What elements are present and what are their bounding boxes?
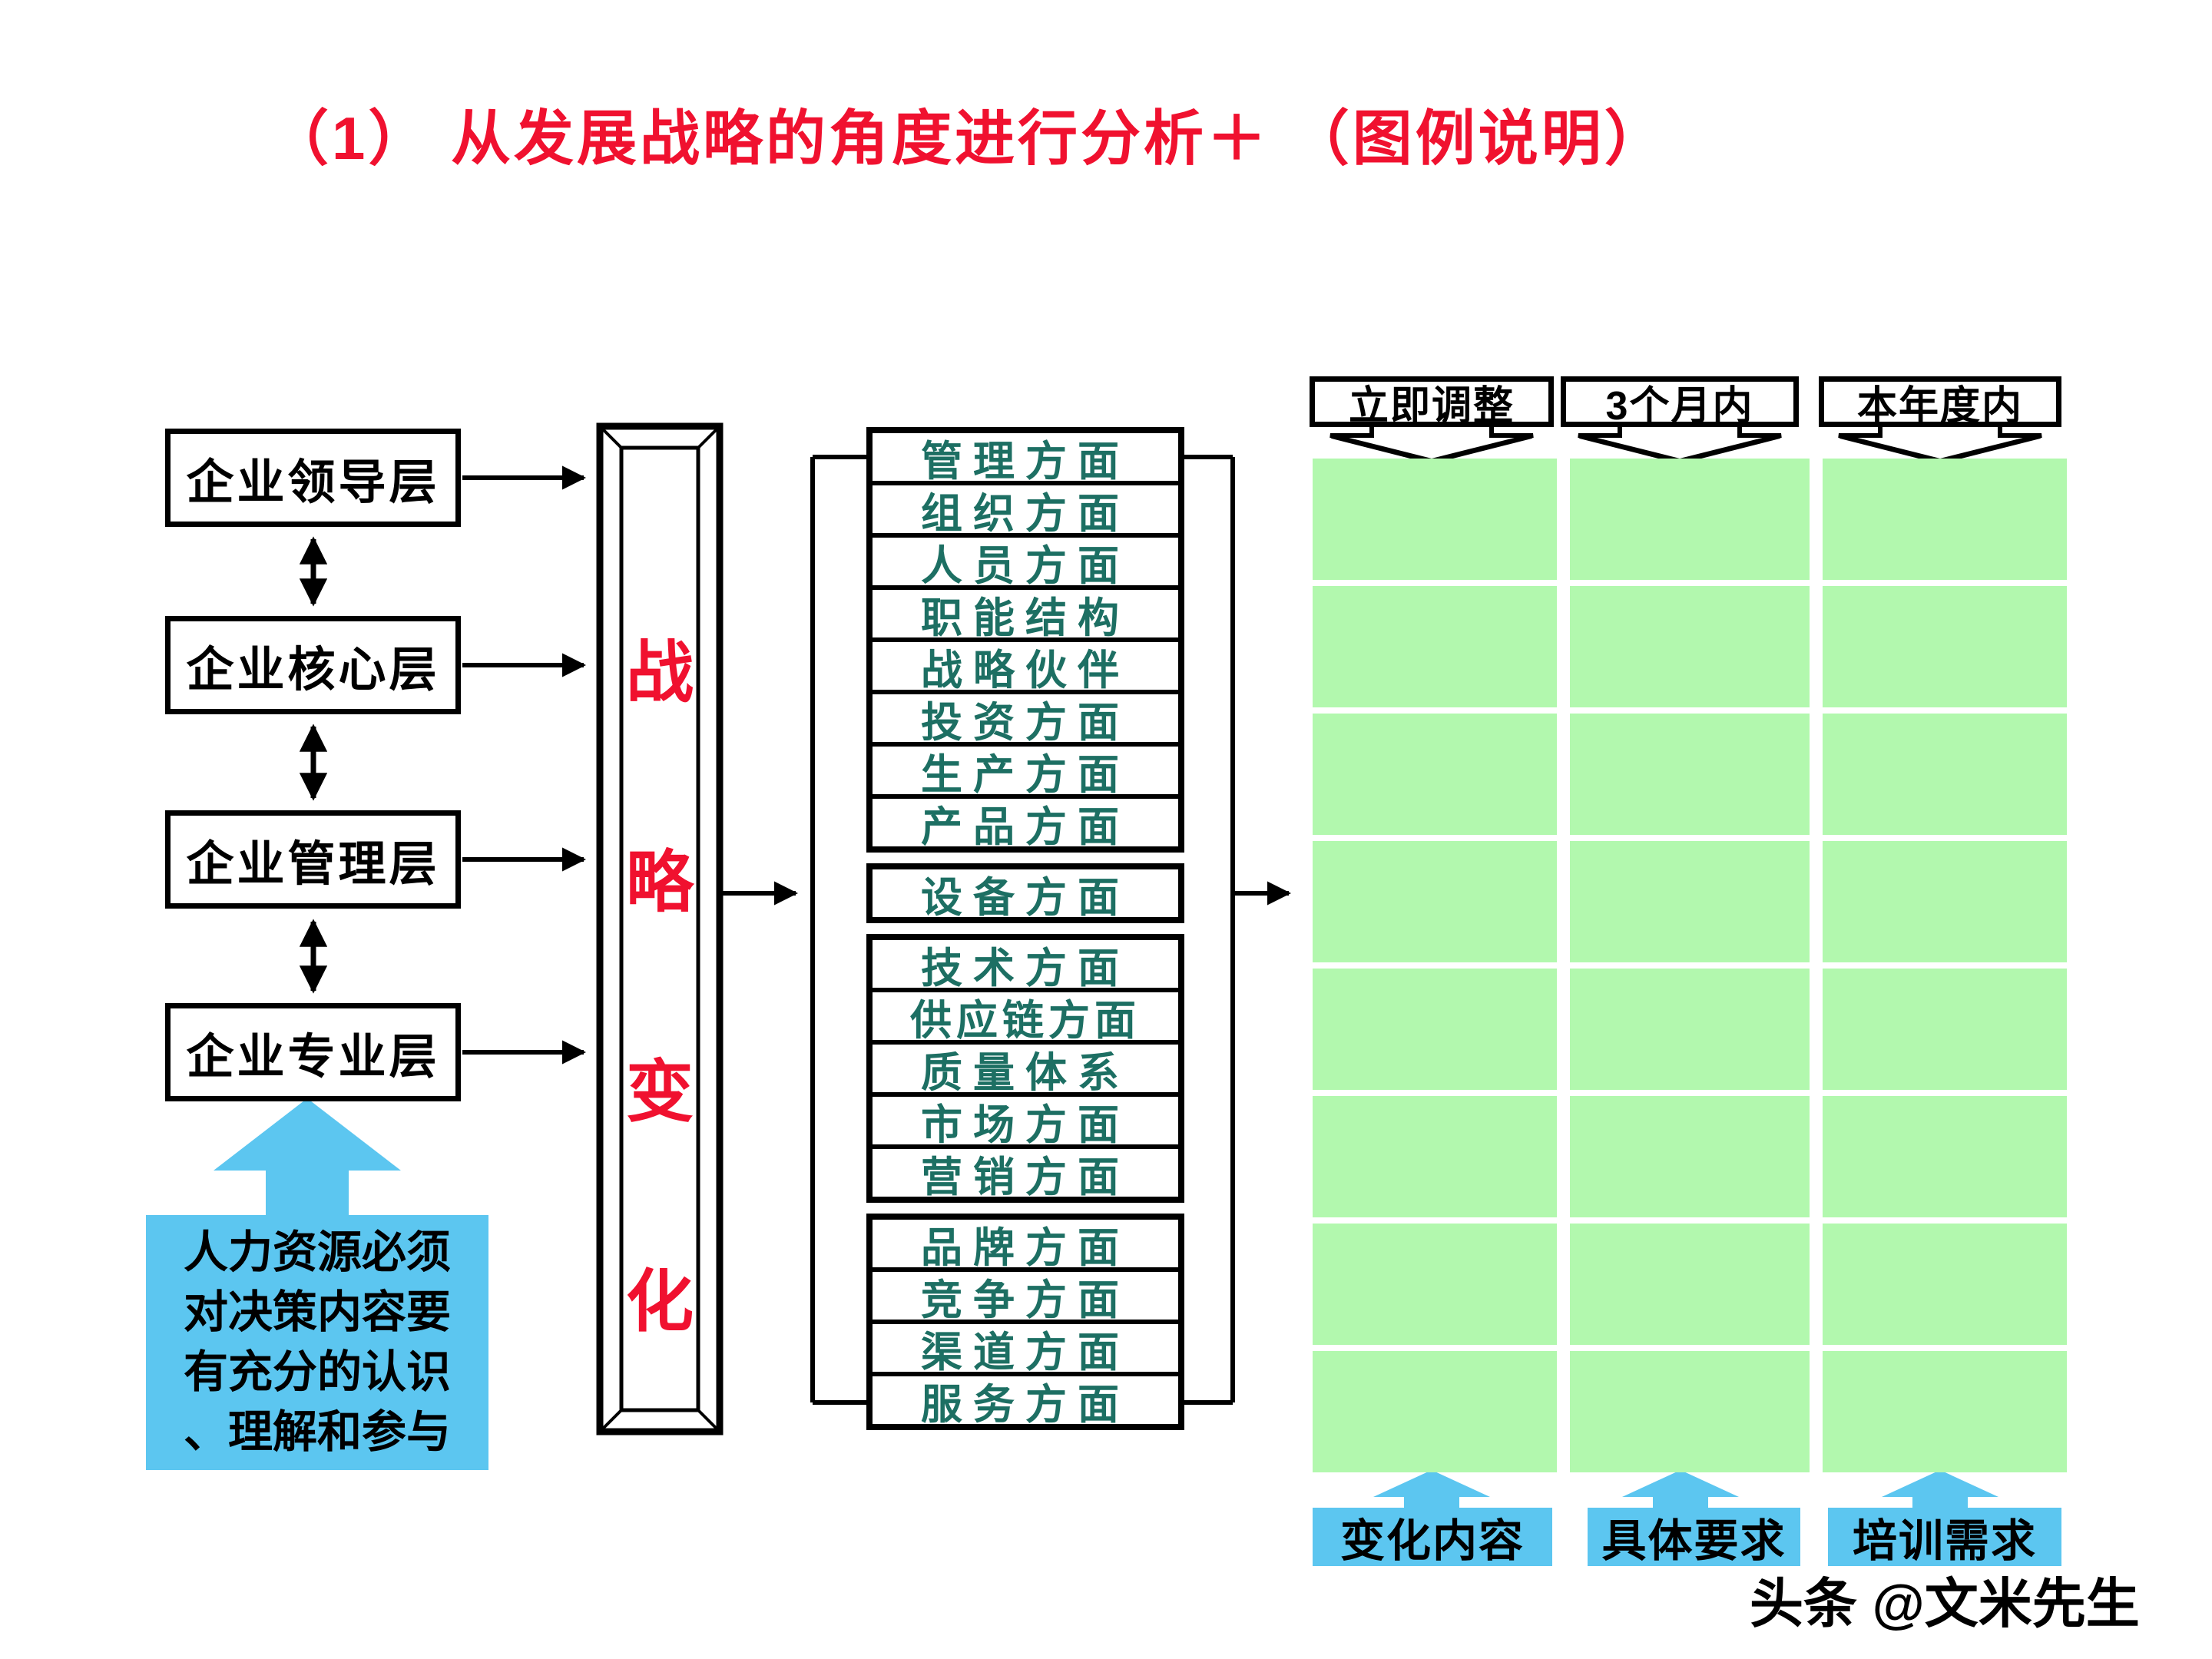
table-cell [1823, 714, 2067, 835]
table-cell [1313, 969, 1557, 1090]
aspect-item: 市场方面 [873, 1097, 1178, 1148]
strategy-change-bar: 战 略 变 化 [600, 426, 720, 1432]
aspect-group-4: 品牌方面 竞争方面 渠道方面 服务方面 [866, 1214, 1184, 1430]
table-cell [1823, 1224, 2067, 1345]
aspect-group-1: 管理方面 组织方面 人员方面 职能结构 战略伙伴 投资方面 生产方面 产品方面 [866, 427, 1184, 853]
table-cell [1570, 969, 1810, 1090]
watermark: 头条 @文米先生 [1750, 1574, 2140, 1634]
aspect-item: 产品方面 [873, 799, 1178, 850]
aspect-item: 职能结构 [873, 590, 1178, 641]
aspect-item: 质量体系 [873, 1045, 1178, 1096]
table-cell [1313, 1096, 1557, 1217]
table-cell [1570, 1224, 1810, 1345]
timeline-header-immediate: 立即调整 [1310, 376, 1554, 429]
hr-note-box: 人力资源必须 对决策内容要 有充分的认识 、理解和参与 [146, 1215, 488, 1470]
table-cell [1313, 841, 1557, 962]
table-cell [1570, 586, 1810, 707]
layer-box-leadership: 企业领导层 [165, 429, 461, 527]
hr-note-line: 对决策内容要 [183, 1287, 451, 1337]
table-cell [1313, 1224, 1557, 1345]
bar-char: 战 [625, 634, 694, 710]
table-cell [1313, 459, 1557, 580]
timeline-header-3months: 3个月内 [1561, 376, 1799, 429]
table-cell [1823, 1096, 2067, 1217]
table-cell [1570, 459, 1810, 580]
hr-note-line: 、理解和参与 [183, 1407, 451, 1457]
table-cell [1570, 1096, 1810, 1217]
table-cell [1823, 969, 2067, 1090]
aspect-group-2: 设备方面 [866, 863, 1184, 923]
aspect-item: 组织方面 [873, 485, 1178, 537]
aspect-item: 技术方面 [873, 940, 1178, 992]
bar-char: 略 [625, 844, 694, 920]
aspect-item: 品牌方面 [873, 1220, 1178, 1271]
layer-box-professional: 企业专业层 [165, 1003, 461, 1101]
aspect-item: 渠道方面 [873, 1324, 1178, 1376]
bar-char: 变 [625, 1054, 694, 1130]
bottom-label-change-content: 变化内容 [1313, 1508, 1552, 1566]
page-title: （1） 从发展战略的角度进行分析＋ （图例说明） [269, 104, 1667, 172]
hr-note-line: 有充分的认识 [183, 1347, 451, 1397]
table-cell [1313, 714, 1557, 835]
table-cell [1570, 714, 1810, 835]
aspect-item: 服务方面 [873, 1376, 1178, 1428]
table-cell [1823, 459, 2067, 580]
bottom-label-specific-requirements: 具体要求 [1588, 1508, 1800, 1566]
table-cell [1313, 1351, 1557, 1472]
table-cell [1570, 1351, 1810, 1472]
table-cell [1313, 586, 1557, 707]
aspect-group-3: 技术方面 供应链方面 质量体系 市场方面 营销方面 [866, 934, 1184, 1203]
aspect-item: 设备方面 [873, 869, 1178, 921]
table-cell [1823, 841, 2067, 962]
bottom-label-training-needs: 培训需求 [1828, 1508, 2061, 1566]
aspect-item: 人员方面 [873, 538, 1178, 589]
aspect-item: 营销方面 [873, 1149, 1178, 1200]
aspect-item: 战略伙伴 [873, 642, 1178, 694]
layer-to-bar-arrows [462, 465, 587, 1065]
aspect-item: 生产方面 [873, 747, 1178, 798]
table-cell [1823, 586, 2067, 707]
layer-box-core: 企业核心层 [165, 616, 461, 714]
table-cell [1823, 1351, 2067, 1472]
hr-note-line: 人力资源必须 [183, 1227, 451, 1277]
layer-box-management: 企业管理层 [165, 810, 461, 909]
hr-up-arrow [214, 1098, 401, 1218]
aspect-item: 投资方面 [873, 694, 1178, 746]
table-cell [1570, 841, 1810, 962]
aspect-item: 供应链方面 [873, 992, 1178, 1044]
aspect-item: 竞争方面 [873, 1272, 1178, 1323]
bar-char: 化 [625, 1263, 694, 1339]
needs-grid [1313, 459, 2067, 1472]
aspect-item: 管理方面 [873, 433, 1178, 485]
timeline-header-thisyear: 本年度内 [1819, 376, 2061, 429]
